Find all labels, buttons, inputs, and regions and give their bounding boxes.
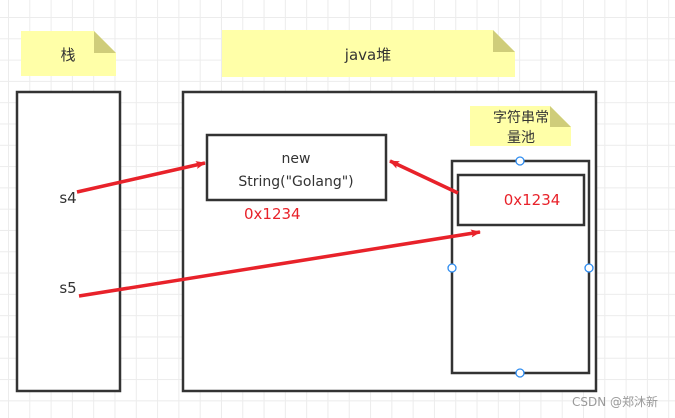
resize-handle-bottom[interactable] — [515, 368, 525, 378]
watermark: CSDN @郑沐新 — [572, 394, 658, 409]
heap-note-label: java堆 — [344, 46, 391, 64]
heap-object-line1: new — [282, 151, 311, 167]
arrow-pool-to-heap-object[interactable] — [389, 159, 459, 195]
stack-note-label: 栈 — [60, 46, 75, 64]
heap-object-line2: String("Golang") — [238, 174, 353, 190]
resize-handle-right[interactable] — [584, 263, 594, 273]
stack-box[interactable] — [15, 90, 122, 393]
stack-note[interactable]: 栈 — [21, 31, 116, 76]
resize-handle-top[interactable] — [515, 156, 525, 166]
string-pool-label-line2: 量池 — [507, 130, 535, 146]
heap-note[interactable]: java堆 — [222, 30, 515, 77]
arrow-s4-to-heap-object[interactable] — [76, 161, 206, 194]
pool-entry-box[interactable] — [456, 173, 586, 227]
arrow-s5-to-pool-entry[interactable] — [78, 229, 481, 298]
heap-object-address: 0x1234 — [244, 205, 301, 223]
heap-object-box[interactable] — [205, 133, 388, 202]
resize-handle-left[interactable] — [447, 263, 457, 273]
stack-var-s5: s5 — [59, 279, 76, 297]
stack-var-s4: s4 — [59, 189, 76, 207]
string-pool-label-line1: 字符串常 — [493, 110, 549, 126]
pool-entry-address: 0x1234 — [504, 191, 561, 209]
string-pool-note[interactable]: 字符串常 量池 — [470, 106, 571, 146]
